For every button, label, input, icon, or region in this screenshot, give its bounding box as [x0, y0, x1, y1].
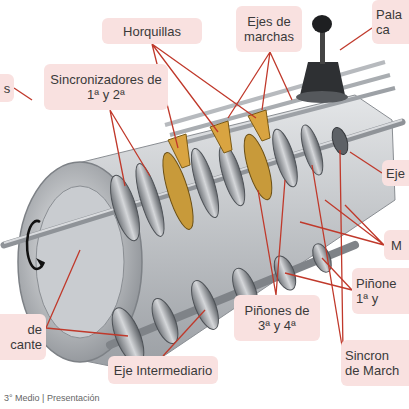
- part-name: s: [4, 81, 11, 96]
- label-box: de cante: [0, 314, 46, 360]
- part-name: Piñone 1ª y: [356, 276, 405, 306]
- label-box: Piñone 1ª y: [352, 268, 409, 314]
- main-shaft-highlight: [4, 120, 402, 243]
- leader-lines: [14, 28, 384, 356]
- label-box: Piñones de 3ª y 4ª: [234, 295, 320, 341]
- label-box: M: [384, 230, 409, 260]
- label-box: Horquillas: [102, 18, 202, 44]
- counter-gears: [106, 241, 335, 368]
- part-name: M: [391, 238, 402, 253]
- main-shaft: [4, 122, 402, 245]
- label-box: Eje: [382, 160, 409, 186]
- gear-lever: [296, 15, 348, 103]
- rotation-arrowhead: [36, 258, 44, 268]
- footer-note: 3° Medio | Presentación: [4, 393, 100, 403]
- shift-forks: [168, 110, 270, 168]
- part-name: Sincronizadores de 1ª y 2ª: [48, 72, 164, 102]
- label-box: Sincronizadores de 1ª y 2ª: [44, 64, 168, 110]
- part-name: de cante: [4, 322, 42, 352]
- part-name: Piñones de 3ª y 4ª: [238, 303, 316, 333]
- label-box: Eje Intermediario: [108, 356, 218, 384]
- shift-rail: [165, 62, 385, 125]
- shift-rail: [170, 75, 390, 135]
- part-name: Eje Intermediario: [114, 363, 212, 378]
- part-name: Horquillas: [123, 24, 181, 39]
- part-name: Pala ca: [376, 7, 405, 37]
- rotation-arrow: [27, 221, 44, 269]
- part-name: Ejes de marchas: [240, 14, 298, 44]
- label-box: Ejes de marchas: [236, 6, 302, 52]
- part-name: Sincron de March: [345, 348, 405, 378]
- label-box: Pala ca: [372, 0, 409, 44]
- label-box: s: [0, 74, 14, 102]
- part-name: Eje: [386, 166, 405, 181]
- label-box: Sincron de March: [341, 340, 409, 386]
